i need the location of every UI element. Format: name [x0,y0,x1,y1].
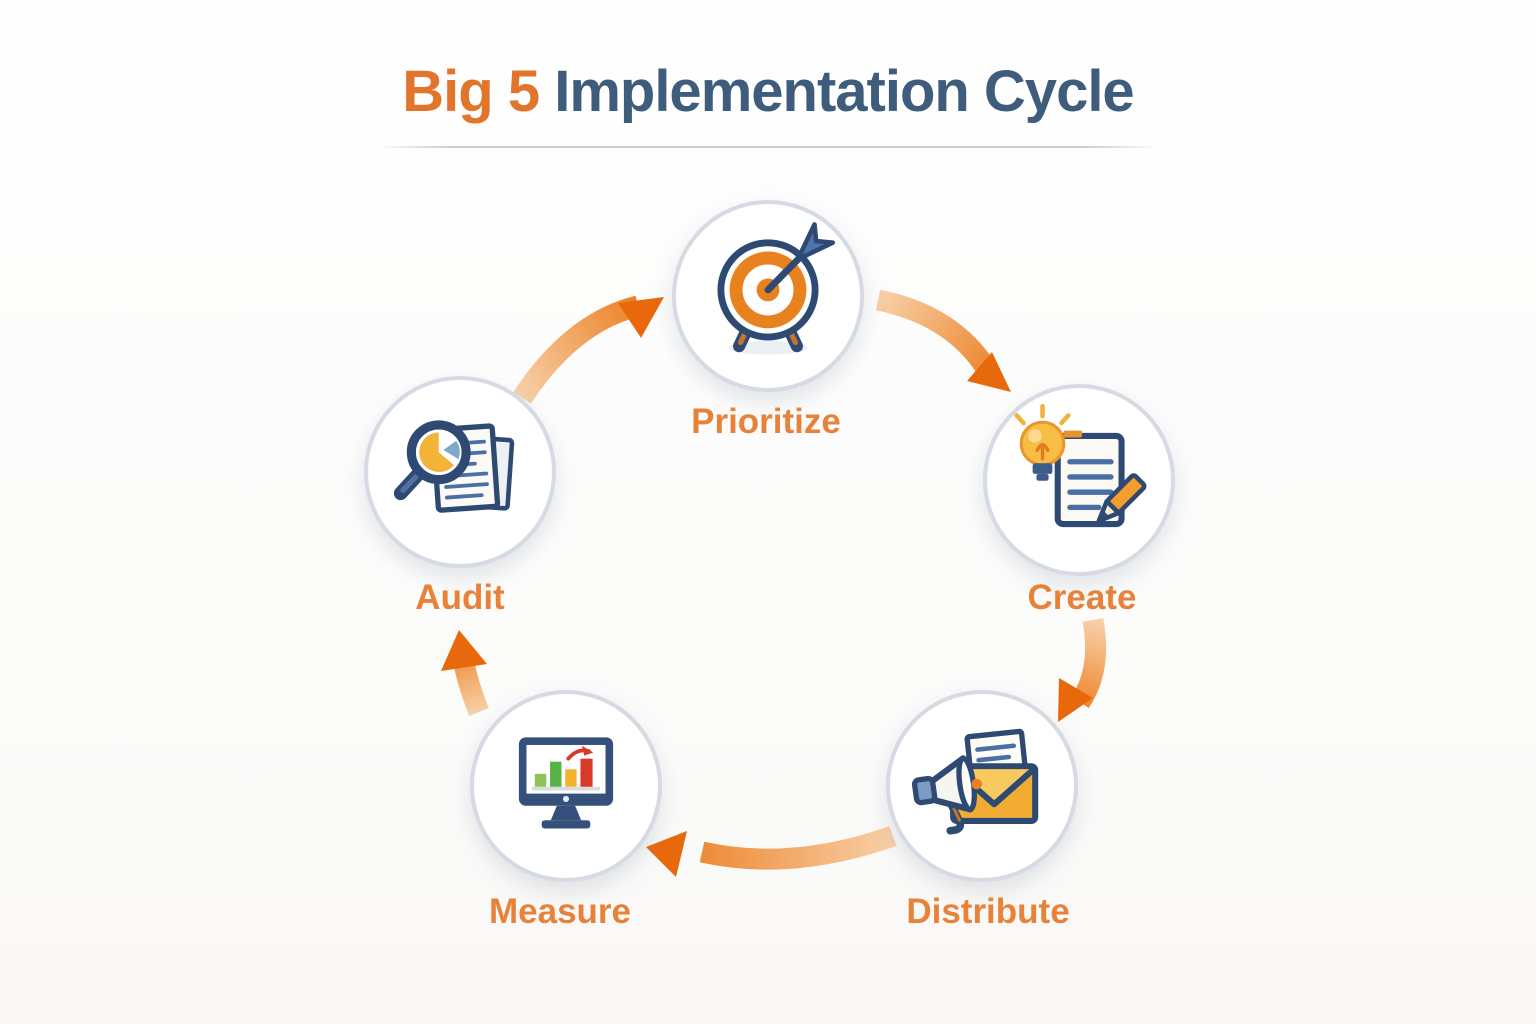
step-circle-audit [364,376,556,568]
page-title: Big 5 Implementation Cycle [0,58,1536,125]
step-label-audit: Audit [415,578,505,617]
title-divider [376,146,1160,148]
target-icon [717,222,836,355]
step-circle-create [983,384,1175,576]
lightbulb-document-icon [1014,404,1147,528]
step-circle-measure [470,690,662,882]
monitor-chart-icon [518,737,614,829]
step-label-measure: Measure [488,892,632,931]
title-rest: Implementation Cycle [539,59,1134,124]
arrow-create-to-distribute [1058,618,1107,722]
step-label-create: Create [1027,578,1137,617]
arrow-distribute-to-measure [646,826,897,877]
arrow-measure-to-audit [441,630,489,716]
step-label-distribute: Distribute [906,892,1070,931]
arrow-audit-to-prioritize [513,295,664,404]
step-circle-distribute [886,690,1078,882]
step-circle-prioritize [672,200,864,392]
megaphone-envelope-icon [911,728,1039,835]
title-accent: Big 5 [402,59,540,124]
magnifier-documents-icon [393,420,515,513]
step-label-prioritize: Prioritize [691,402,841,441]
arrow-prioritize-to-create [875,289,1011,392]
